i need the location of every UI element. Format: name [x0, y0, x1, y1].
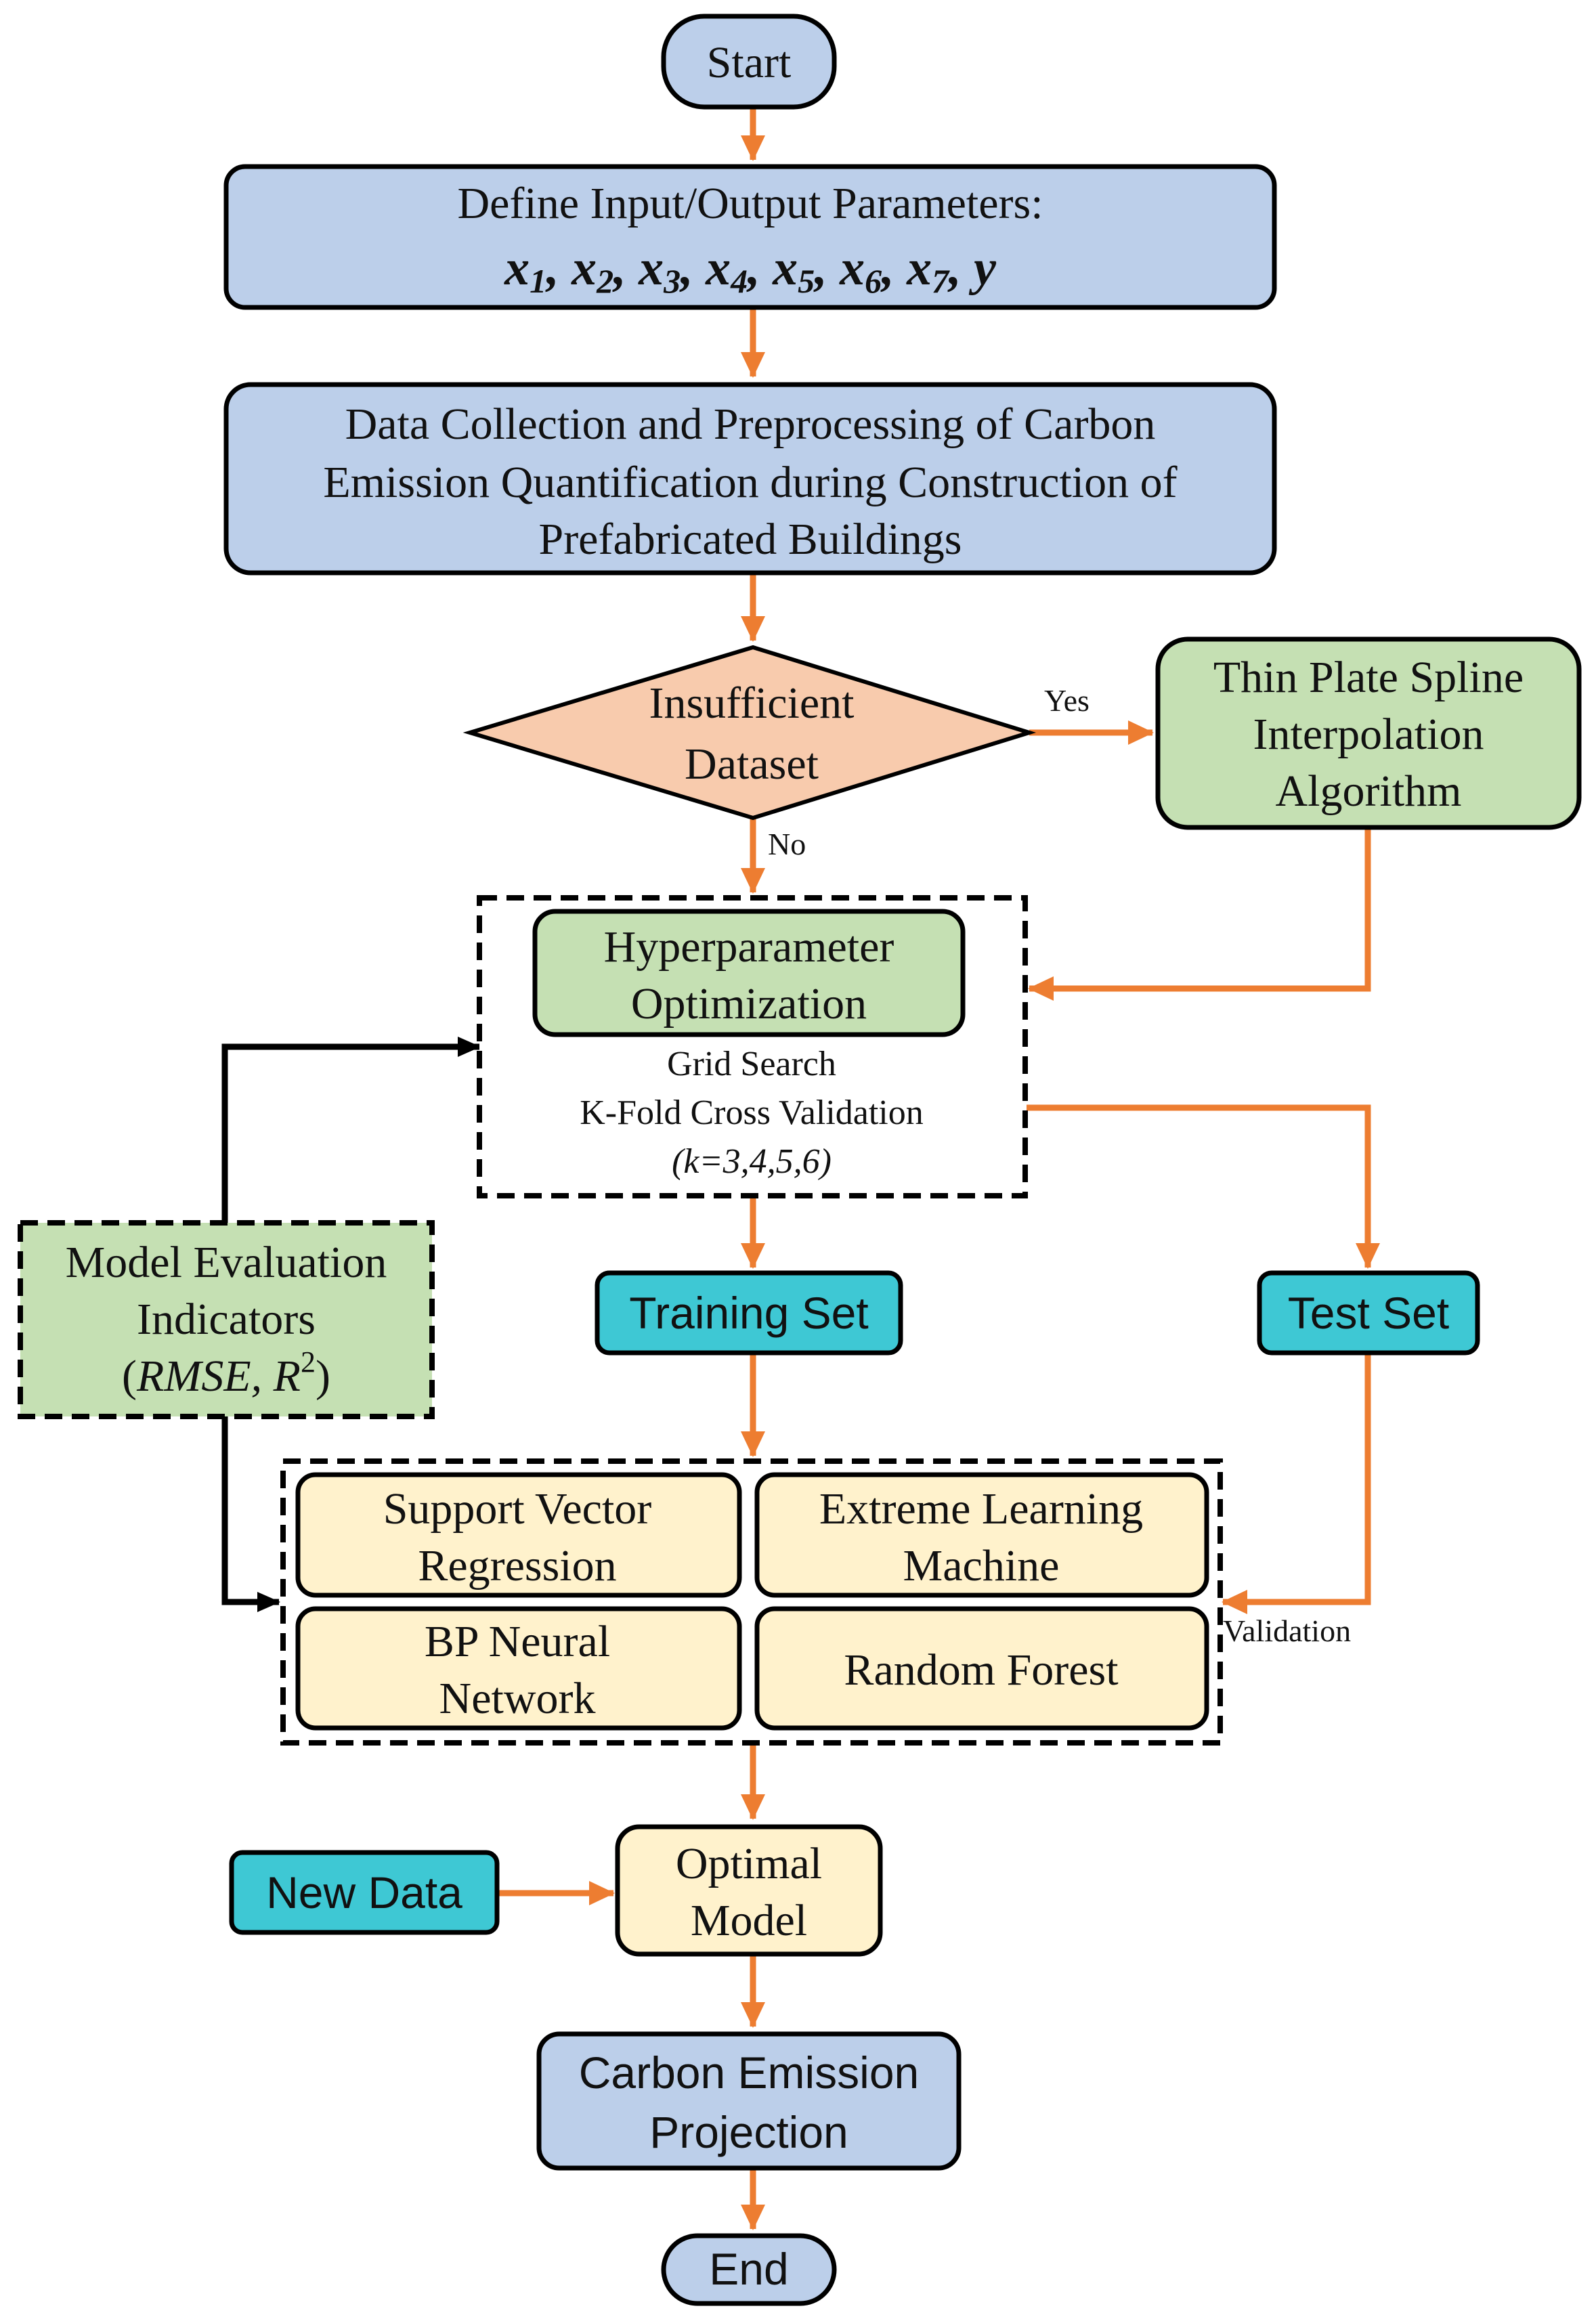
edges	[498, 108, 1380, 2230]
rf-label: Random Forest	[844, 1645, 1118, 1695]
tps-line2: Interpolation	[1253, 710, 1484, 759]
projection-line1: Carbon Emission	[579, 2048, 920, 2098]
start-node: Start	[661, 14, 837, 110]
data-collection-node: Data Collection and Preprocessing of Car…	[223, 382, 1277, 576]
elm-line1: Extreme Learning	[819, 1484, 1143, 1534]
bpnn-line1: BP Neural	[425, 1617, 610, 1666]
model-bpnn: BP Neural Network	[295, 1606, 742, 1731]
optimal-model-box	[615, 1824, 883, 1957]
start-terminal	[661, 14, 837, 110]
test-set-box	[1257, 1270, 1480, 1356]
evaluation-line2: Indicators	[137, 1295, 316, 1344]
define-params-line1: Define Input/Output Parameters:	[457, 179, 1043, 228]
model-rf: Random Forest	[754, 1606, 1209, 1731]
evaluation-metrics: RMSE, R	[136, 1351, 301, 1401]
define-params-variables: x1, x2, x3, x4, x5, x6, x7, y	[504, 240, 997, 300]
model-elm: Extreme Learning Machine	[754, 1472, 1209, 1598]
new-data-box	[229, 1850, 500, 1935]
define-params-box	[223, 164, 1277, 310]
feedback-edges	[221, 1037, 481, 1612]
optimal-model-line2: Model	[691, 1896, 807, 1945]
data-collection-line2: Emission Quantification during Construct…	[323, 458, 1177, 507]
new-data-label: New Data	[266, 1867, 462, 1918]
optimal-model-node: Optimal Model	[615, 1824, 883, 1957]
projection-line2: Projection	[649, 2107, 848, 2157]
svr-line2: Regression	[418, 1541, 616, 1590]
svr-box	[295, 1472, 742, 1598]
training-set-label: Training Set	[629, 1288, 868, 1338]
evaluation-box	[18, 1220, 435, 1419]
elm-line2: Machine	[903, 1541, 1060, 1590]
var-x3: x3,	[638, 240, 706, 300]
decision-line2: Dataset	[685, 739, 819, 789]
evaluation-superscript: 2	[301, 1345, 316, 1379]
decision-diamond	[462, 645, 1037, 821]
end-label: End	[709, 2244, 788, 2294]
hyperparameter-line1: Hyperparameter	[604, 922, 894, 972]
hyperparameter-node: Hyperparameter Optimization Grid Search …	[532, 909, 966, 1181]
grid-search-label: Grid Search	[667, 1045, 836, 1083]
training-set-node: Training Set	[595, 1270, 903, 1356]
tps-line3: Algorithm	[1276, 766, 1462, 816]
edge-hyper-to-testset	[1027, 1104, 1380, 1269]
evaluation-node: Model Evaluation Indicators (RMSE, R2)	[18, 1220, 435, 1419]
var-x2: x2,	[571, 240, 639, 300]
optimal-model-line1: Optimal	[676, 1839, 822, 1888]
evaluation-line3: (RMSE, R2)	[122, 1345, 330, 1401]
edge-tps-to-hyper	[1028, 827, 1371, 1001]
decision-node: Insufficient Dataset	[462, 645, 1037, 821]
kfold-label: K-Fold Cross Validation	[580, 1093, 924, 1132]
bpnn-line2: Network	[439, 1674, 596, 1723]
new-data-node: New Data	[229, 1850, 500, 1935]
data-collection-box	[223, 382, 1277, 576]
hyperparameter-box	[532, 909, 966, 1037]
var-x6: x6,	[839, 240, 907, 300]
tps-node: Thin Plate Spline Interpolation Algorith…	[1155, 636, 1582, 830]
decision-line1: Insufficient	[649, 678, 854, 728]
define-params-node: Define Input/Output Parameters: x1, x2, …	[223, 164, 1277, 310]
validation-label: Validation	[1223, 1614, 1351, 1648]
rf-box	[754, 1606, 1209, 1731]
no-label: No	[768, 827, 806, 861]
k-values-label: (k=3,4,5,6)	[672, 1142, 832, 1181]
elm-box	[754, 1472, 1209, 1598]
bpnn-box	[295, 1606, 742, 1731]
end-terminal	[661, 2233, 837, 2306]
evaluation-paren-close: )	[316, 1351, 330, 1401]
test-set-node: Test Set	[1257, 1270, 1480, 1356]
start-label: Start	[707, 38, 792, 87]
edge-evaluation-to-models	[221, 1416, 280, 1612]
data-collection-line1: Data Collection and Preprocessing of Car…	[345, 399, 1156, 449]
data-collection-line3: Prefabricated Buildings	[538, 515, 962, 564]
hyperparameter-line2: Optimization	[631, 979, 867, 1028]
svr-line1: Support Vector	[383, 1484, 652, 1534]
evaluation-line1: Model Evaluation	[66, 1238, 387, 1287]
projection-node: Carbon Emission Projection	[536, 2031, 962, 2171]
edge-testset-validation-to-models	[1222, 1354, 1371, 1614]
var-x4: x4,	[705, 240, 773, 300]
training-set-box	[595, 1270, 903, 1356]
tps-line1: Thin Plate Spline	[1213, 653, 1524, 702]
projection-box	[536, 2031, 962, 2171]
model-svr: Support Vector Regression	[295, 1472, 742, 1598]
tps-box	[1155, 636, 1582, 830]
yes-label: Yes	[1044, 683, 1090, 718]
edge-evaluation-to-hyper	[221, 1037, 481, 1223]
evaluation-paren-open: (	[122, 1351, 137, 1401]
test-set-label: Test Set	[1288, 1288, 1449, 1338]
end-node: End	[661, 2233, 837, 2306]
